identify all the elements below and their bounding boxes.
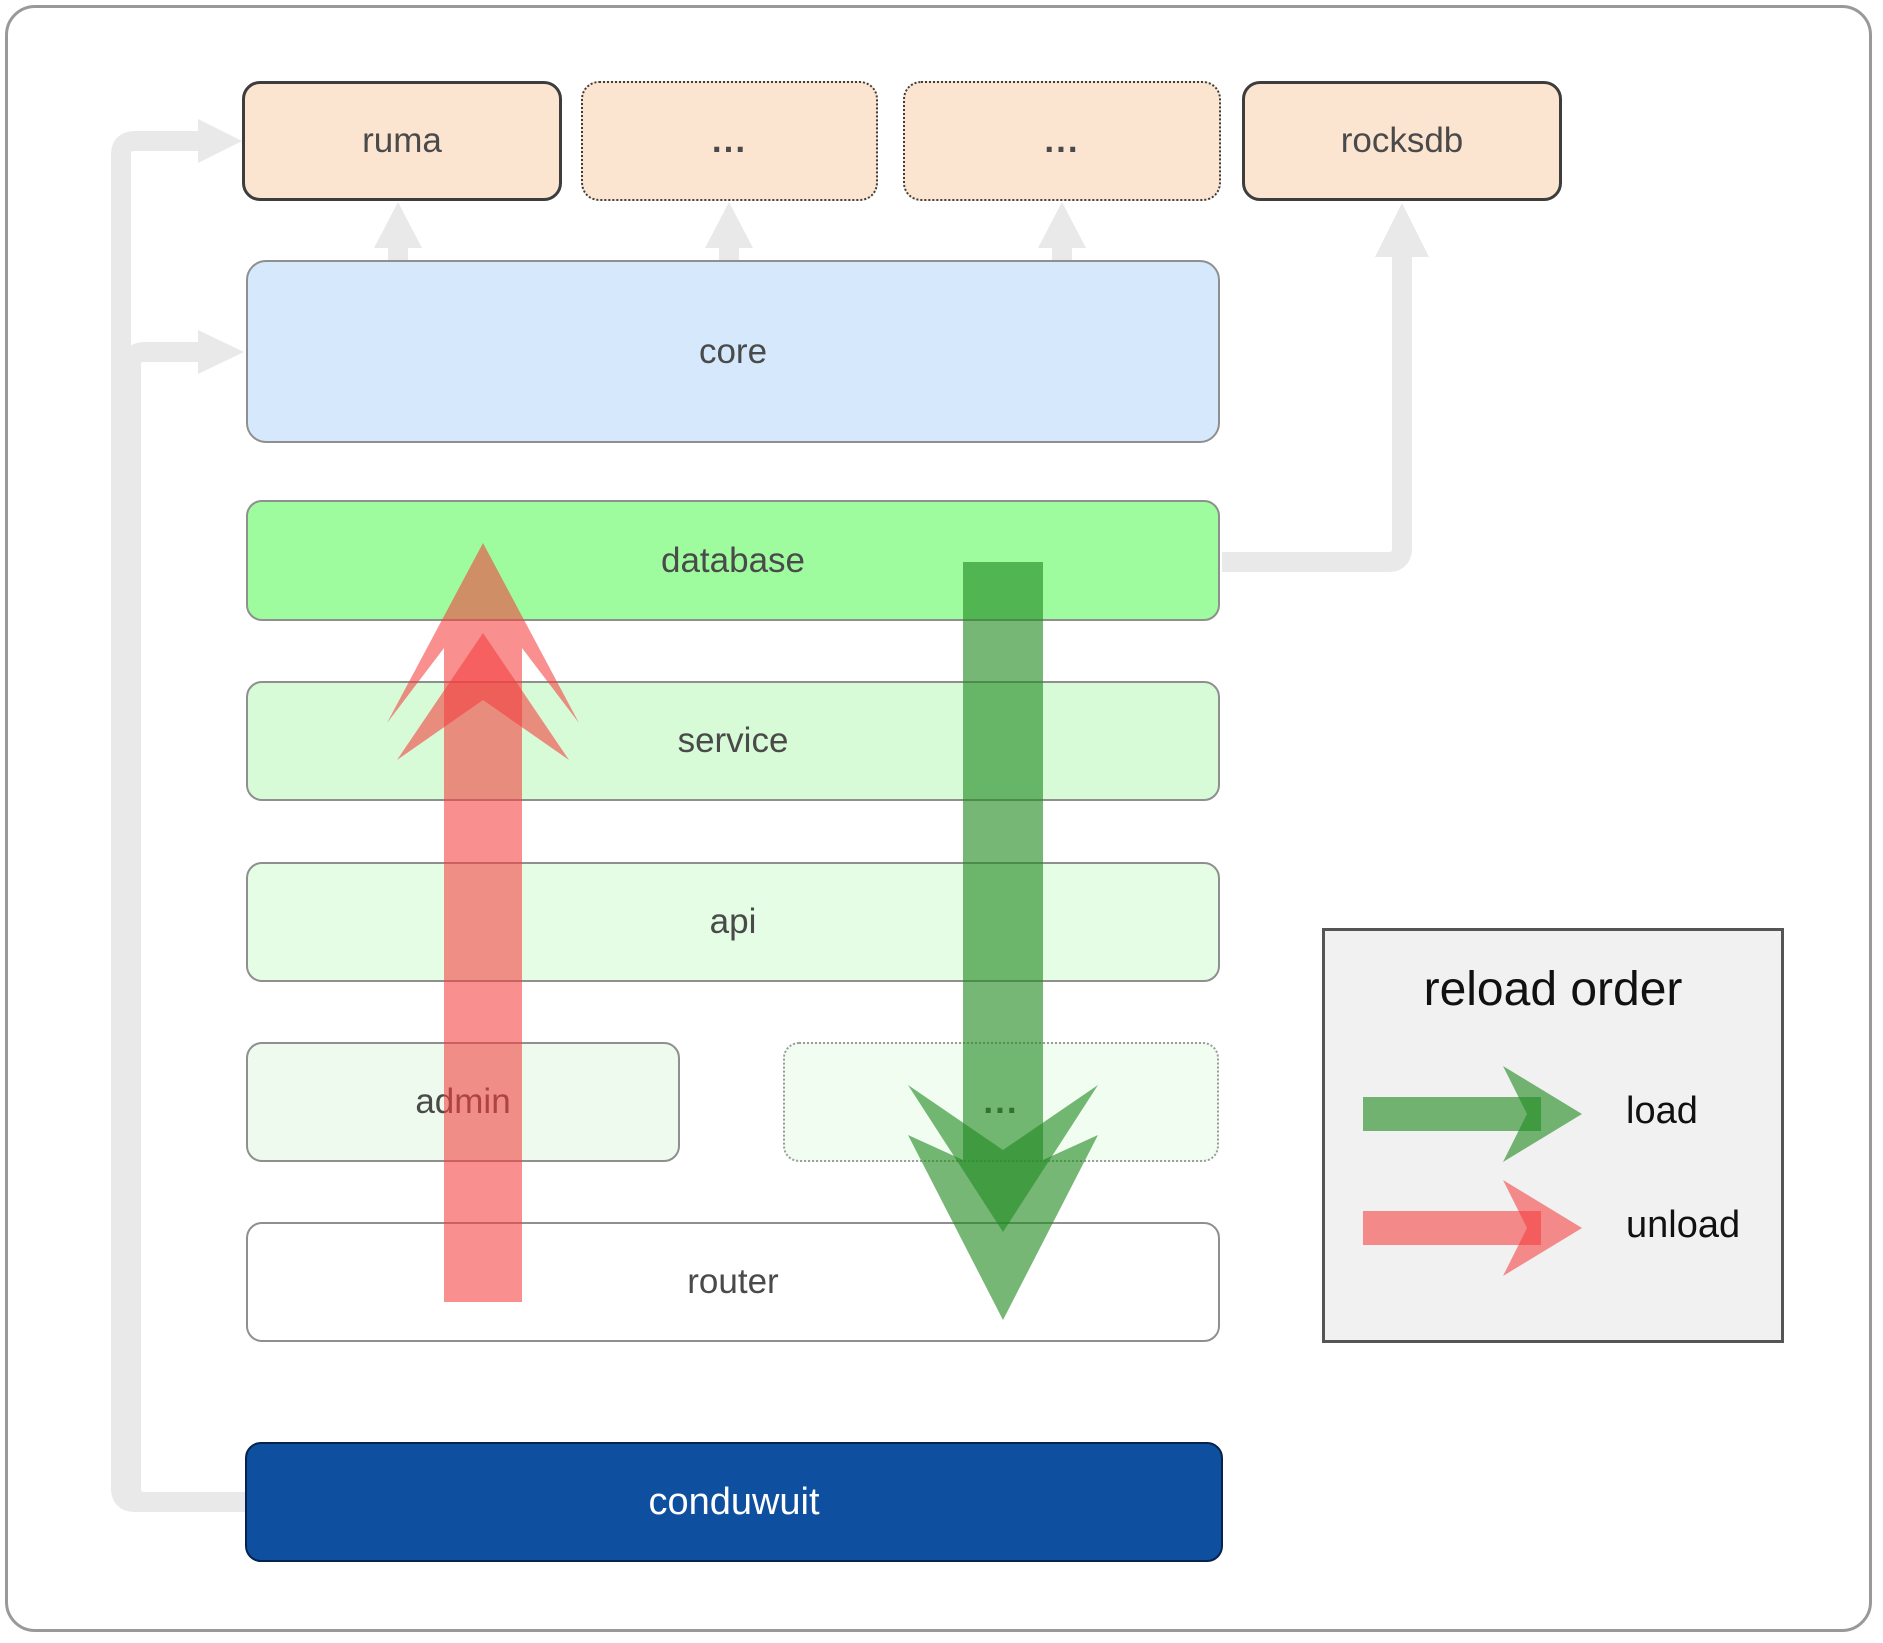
- node-core-label: core: [698, 331, 768, 371]
- page-frame: [5, 5, 1872, 1632]
- node-api: api: [246, 862, 1220, 982]
- node-core: core: [246, 260, 1220, 443]
- node-dots-1-label: ...: [711, 121, 748, 160]
- connector-core-to-ruma: [374, 202, 422, 262]
- node-ruma-label: ruma: [362, 121, 442, 160]
- node-router-label: router: [687, 1262, 779, 1301]
- node-service-label: service: [677, 721, 789, 760]
- node-dots-1: ...: [581, 81, 878, 201]
- node-database: database: [246, 500, 1220, 621]
- node-admin: admin: [246, 1042, 680, 1162]
- node-dots-2-label: ...: [1044, 121, 1080, 160]
- node-ruma: ruma: [242, 81, 562, 201]
- node-service: service: [246, 681, 1220, 801]
- connector-core-to-dots-1: [705, 202, 753, 262]
- node-rocksdb-label: rocksdb: [1340, 121, 1464, 160]
- legend-label-load: load: [1626, 1090, 1698, 1132]
- node-admin-dots-label: ...: [983, 1082, 1019, 1121]
- legend-label-unload: unload: [1626, 1204, 1741, 1246]
- node-rocksdb: rocksdb: [1242, 81, 1562, 201]
- legend-title: reload order: [1423, 963, 1683, 1016]
- node-dots-2: ...: [903, 81, 1221, 201]
- node-router: router: [246, 1222, 1220, 1342]
- node-conduwuit: conduwuit: [245, 1442, 1223, 1562]
- node-api-label: api: [709, 902, 757, 941]
- node-admin-label: admin: [415, 1082, 511, 1121]
- connector-conduwuit-to-ruma: [111, 119, 246, 1512]
- connector-core-to-dots-2: [1038, 202, 1086, 262]
- connector-database-to-rocksdb: [1222, 203, 1429, 572]
- node-admin-dots: ...: [783, 1042, 1219, 1162]
- node-conduwuit-label: conduwuit: [648, 1480, 820, 1523]
- node-database-label: database: [660, 540, 806, 580]
